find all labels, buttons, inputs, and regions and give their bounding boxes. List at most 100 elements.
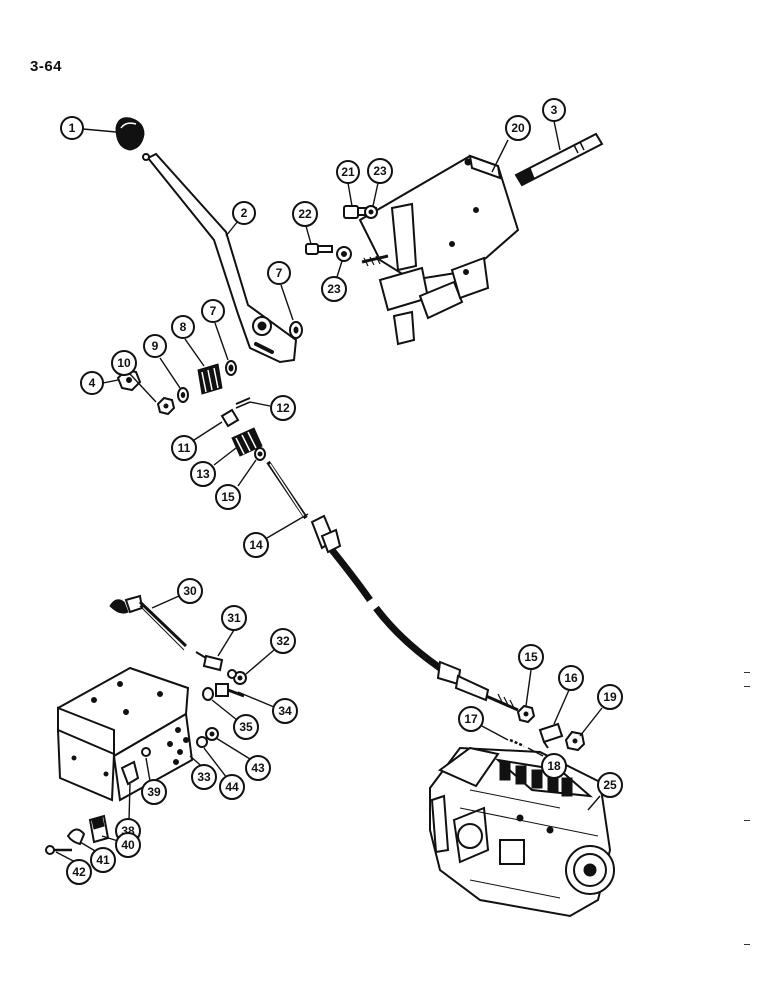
callout-18: 18	[541, 753, 567, 779]
washer-44-part	[196, 736, 208, 748]
nut-23-upper-part	[364, 205, 378, 219]
callout-2-label: 2	[241, 206, 248, 220]
callout-15-lower-label: 15	[524, 650, 538, 664]
callout-4: 4	[80, 371, 104, 395]
callout-43: 43	[245, 755, 271, 781]
screw-39-part	[141, 747, 151, 757]
callout-44-label: 44	[225, 780, 239, 794]
bolt-34-part	[215, 683, 245, 698]
callout-21-label: 21	[341, 165, 355, 179]
callout-22: 22	[292, 201, 318, 227]
page-number: 3-64	[30, 58, 63, 75]
callout-33-label: 33	[197, 770, 211, 784]
callout-25-label: 25	[603, 778, 617, 792]
callout-32-label: 32	[276, 634, 290, 648]
callout-1: 1	[60, 116, 84, 140]
callout-23-lower-label: 23	[327, 282, 341, 296]
callout-15-lower: 15	[518, 644, 544, 670]
callout-14-label: 14	[249, 538, 263, 552]
callout-21: 21	[336, 160, 360, 184]
callout-20-label: 20	[511, 121, 525, 135]
callout-39: 39	[141, 779, 167, 805]
washer-35-part	[202, 687, 214, 701]
callout-30-label: 30	[183, 584, 197, 598]
callout-40-label: 40	[121, 838, 135, 852]
callout-35-label: 35	[239, 720, 253, 734]
callout-30: 30	[177, 578, 203, 604]
callout-17-label: 17	[464, 712, 478, 726]
callout-33: 33	[191, 764, 217, 790]
plate-bracket-part	[56, 666, 194, 802]
callout-12-label: 12	[276, 401, 290, 415]
leader-lines	[55, 120, 603, 866]
callout-40: 40	[115, 832, 141, 858]
cotter-pin-12-part	[235, 397, 251, 409]
margin-mark	[744, 820, 750, 821]
nut-32-part	[233, 671, 247, 685]
spring-13-part	[231, 427, 263, 457]
callout-41-label: 41	[96, 853, 110, 867]
washer-9-part	[177, 387, 189, 403]
margin-mark	[744, 672, 750, 673]
control-cable-part	[266, 460, 519, 712]
callout-19: 19	[597, 684, 623, 710]
callout-8-label: 8	[180, 320, 187, 334]
callout-7-right-label: 7	[276, 266, 283, 280]
callout-43-label: 43	[251, 761, 265, 775]
callout-3-label: 3	[551, 103, 558, 117]
callout-32: 32	[270, 628, 296, 654]
callout-44: 44	[219, 774, 245, 800]
nut-10-part	[156, 396, 176, 416]
callout-20: 20	[505, 115, 531, 141]
callout-34: 34	[272, 698, 298, 724]
washer-7-right-part	[289, 321, 303, 339]
callout-7-left-label: 7	[210, 304, 217, 318]
shaft-part	[514, 132, 604, 187]
nut-15-upper-part	[254, 447, 266, 461]
pin-31-part	[195, 651, 224, 672]
callout-41: 41	[90, 847, 116, 873]
throttle-lever-part	[142, 152, 298, 364]
knob-part	[115, 117, 145, 151]
callout-31: 31	[221, 605, 247, 631]
nut-43-part	[205, 727, 219, 741]
callout-23-lower: 23	[321, 276, 347, 302]
washer-small-part	[227, 669, 237, 679]
callout-23-upper-label: 23	[373, 164, 387, 178]
callout-31-label: 31	[227, 611, 241, 625]
callout-35: 35	[233, 714, 259, 740]
margin-mark	[744, 686, 750, 687]
callout-13: 13	[190, 461, 216, 487]
callout-3: 3	[542, 98, 566, 122]
callout-8: 8	[171, 315, 195, 339]
callout-25: 25	[597, 772, 623, 798]
callout-10-label: 10	[117, 356, 131, 370]
injection-pump-part	[429, 746, 615, 918]
callout-19-label: 19	[603, 690, 617, 704]
callout-7-right: 7	[267, 261, 291, 285]
support-bracket-part	[358, 154, 520, 346]
bolt-22-part	[305, 243, 333, 255]
callout-17: 17	[458, 706, 484, 732]
callout-11-label: 11	[178, 441, 191, 455]
clamp-41-part	[66, 828, 86, 846]
callout-42-label: 42	[72, 865, 86, 879]
callout-42: 42	[66, 859, 92, 885]
callout-11: 11	[171, 435, 197, 461]
callout-15-upper-label: 15	[221, 490, 235, 504]
callout-39-label: 39	[147, 785, 161, 799]
margin-mark	[744, 944, 750, 945]
callout-14: 14	[243, 532, 269, 558]
clamp-40-part	[88, 814, 110, 844]
pin-11-part	[220, 408, 240, 428]
callout-22-label: 22	[298, 207, 312, 221]
fitting-16-part	[538, 722, 564, 749]
spring-8-part	[197, 363, 223, 395]
callout-23-upper: 23	[367, 158, 393, 184]
callout-16-label: 16	[564, 671, 578, 685]
shutoff-cable-part	[109, 594, 188, 651]
screw-42-part	[45, 845, 72, 855]
callout-15-upper: 15	[215, 484, 241, 510]
washer-7-left-part	[225, 360, 237, 376]
